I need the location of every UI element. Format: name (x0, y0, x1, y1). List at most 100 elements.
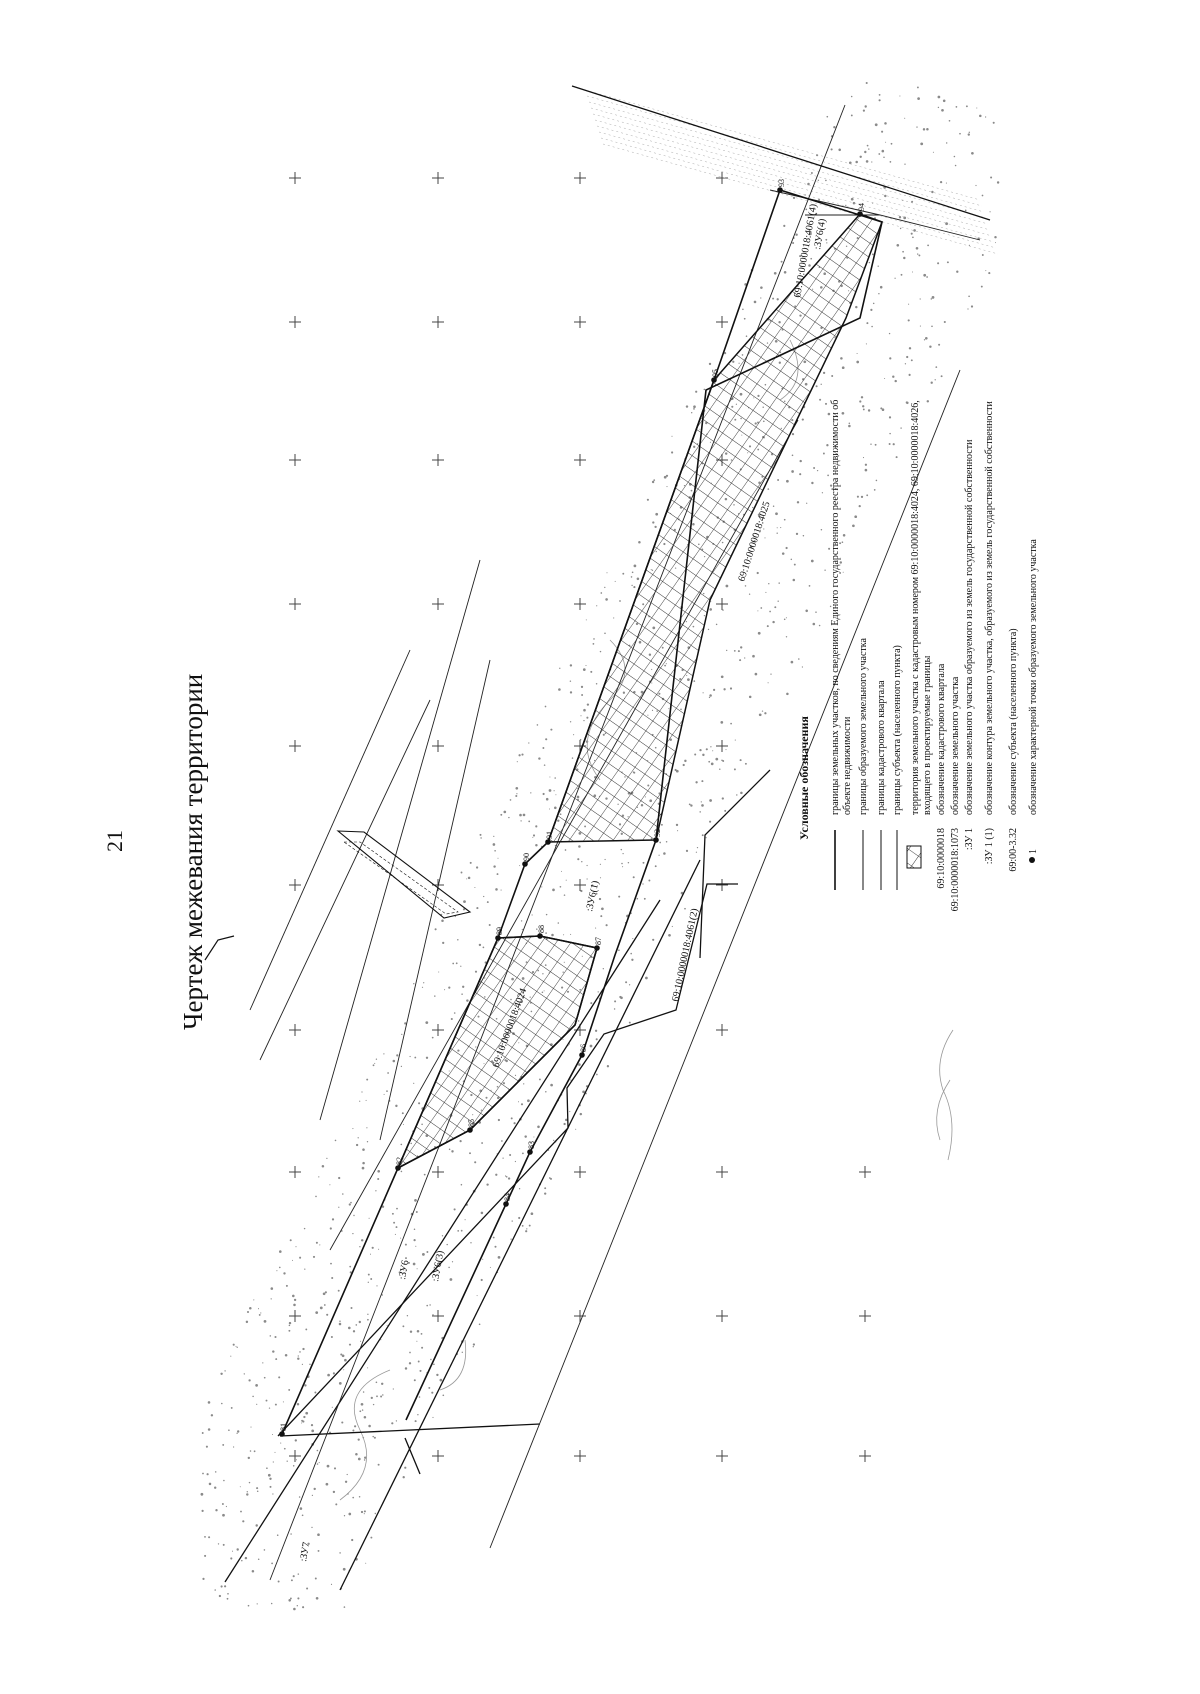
point-number: 85 (467, 1119, 476, 1127)
legend-text: входящего в проектируемые границы (922, 655, 933, 815)
legend-text: обозначение характерной точки образуемог… (1028, 539, 1039, 815)
grid-cross (859, 1310, 871, 1322)
small-parcel-rect-inner (343, 841, 459, 915)
legend-text: обозначение кадастрового квартала (936, 663, 947, 815)
boundary-point: 94 (857, 203, 866, 217)
point-number: 92 (653, 829, 662, 837)
quarter-boundaries (224, 85, 991, 1591)
grid-cross (289, 1450, 301, 1462)
grid-cross (289, 316, 301, 328)
zone-label-zu6-4: :ЗУ6(4) (812, 218, 828, 251)
boundary-point: 87 (594, 937, 603, 951)
legend-text: границы земельных участков, по сведениям… (830, 400, 841, 815)
boundary-point: 89 (495, 927, 504, 941)
zone-label-zu7: :ЗУ7 (298, 1541, 312, 1562)
boundary-point: 92 (653, 829, 662, 843)
grid-cross (432, 740, 444, 752)
grid-cross (716, 1166, 728, 1178)
legend-symbol: 1 (1028, 849, 1039, 854)
legend-item: границы земельных участков, по сведениям… (830, 400, 853, 890)
grid-cross (574, 1166, 586, 1178)
legend-text: территория земельного участка с кадастро… (910, 400, 921, 815)
grid-cross (432, 316, 444, 328)
legend-item: :ЗУ 1 (1)обозначение контура земельного … (984, 401, 995, 865)
parcel-label-4061-2: 69:10:0000018:4061(2) (670, 907, 701, 1002)
point-number: 88 (537, 925, 546, 933)
boundary-point: 88 (537, 925, 546, 939)
point-number: 86 (579, 1044, 588, 1052)
grid-cross (432, 454, 444, 466)
grid-cross (574, 172, 586, 184)
boundary-point: 82 (395, 1157, 404, 1171)
grid-cross (432, 1024, 444, 1036)
grid-cross (289, 1166, 301, 1178)
parcel-4025-hatched (546, 213, 883, 843)
point-number: 90 (522, 853, 531, 861)
point-number: 81 (279, 1423, 288, 1431)
point-number: 87 (594, 937, 603, 945)
legend-text: обозначение субъекта (населенного пункта… (1008, 628, 1019, 815)
page-number: 21 (102, 830, 127, 852)
legend-symbol: 69:10:0000018:1073 (950, 828, 961, 911)
legend-text: объекте недвижимости (842, 716, 853, 815)
grid-cross (432, 1310, 444, 1322)
legend-item: территория земельного участка с кадастро… (906, 400, 933, 869)
grid-cross (716, 598, 728, 610)
legend-item: 1 обозначение характерной точки образуемо… (1028, 539, 1039, 863)
grid-cross (859, 1166, 871, 1178)
boundary-point: 86 (579, 1044, 588, 1058)
grid-cross (432, 172, 444, 184)
legend-item: границы кадастрового квартала (876, 680, 887, 890)
grid-cross (289, 1310, 301, 1322)
point-number: 91 (545, 831, 554, 839)
grid-cross (859, 1450, 871, 1462)
point-number: 94 (857, 203, 866, 211)
grid-cross (289, 598, 301, 610)
point-number: 93 (777, 179, 786, 187)
grid-crosses (289, 172, 871, 1462)
grid-cross (716, 1450, 728, 1462)
title-leader-line (204, 935, 235, 961)
small-parcel-rect (336, 830, 472, 919)
legend-item: 69:10:0000018 обозначение кадастрового кв… (936, 663, 947, 888)
zone-label-zu6-1: :ЗУ6(1) (584, 880, 601, 913)
grid-cross (289, 879, 301, 891)
legend-items: границы земельных участков, по сведениям… (830, 400, 1039, 912)
grid-cross (289, 172, 301, 184)
grid-cross (716, 1310, 728, 1322)
zone-label-zu6-3: :ЗУ6(3) (430, 1250, 446, 1283)
boundary-point: 85 (467, 1119, 476, 1133)
zone-label-zu6-a: :ЗУ6 (397, 1259, 411, 1280)
grid-cross (716, 1024, 728, 1036)
point-number: 89 (495, 927, 504, 935)
legend-title: Условные обозначения (797, 716, 811, 840)
grid-cross (716, 172, 728, 184)
legend-text: обозначение земельного участка (950, 676, 961, 815)
legend-symbol: :ЗУ 1 (1) (984, 828, 995, 864)
boundary-point: 91 (545, 831, 554, 845)
boundary-point: 84 (503, 1193, 512, 1207)
grid-cross (574, 598, 586, 610)
legend: Условные обозначения границы земельных у… (797, 400, 1039, 912)
legend-item: 69:10:0000018:1073 обозначение земельного… (950, 676, 961, 911)
legend-item: границы образуемого земельного участка (858, 638, 869, 890)
legend-text: границы образуемого земельного участка (858, 638, 869, 815)
grid-cross (716, 740, 728, 752)
legend-symbol: 69:10:0000018 (936, 828, 947, 889)
legend-item: границы субъекта (населенного пункта) (892, 645, 903, 890)
boundary-point: 95 (711, 369, 720, 383)
grid-cross (289, 740, 301, 752)
grid-cross (289, 1024, 301, 1036)
grid-cross (716, 316, 728, 328)
legend-symbol: :ЗУ 1 (964, 828, 975, 850)
grid-cross (574, 1310, 586, 1322)
grid-cross (289, 454, 301, 466)
point-number: 84 (503, 1193, 512, 1201)
grid-cross (716, 879, 728, 891)
grid-cross (432, 1450, 444, 1462)
